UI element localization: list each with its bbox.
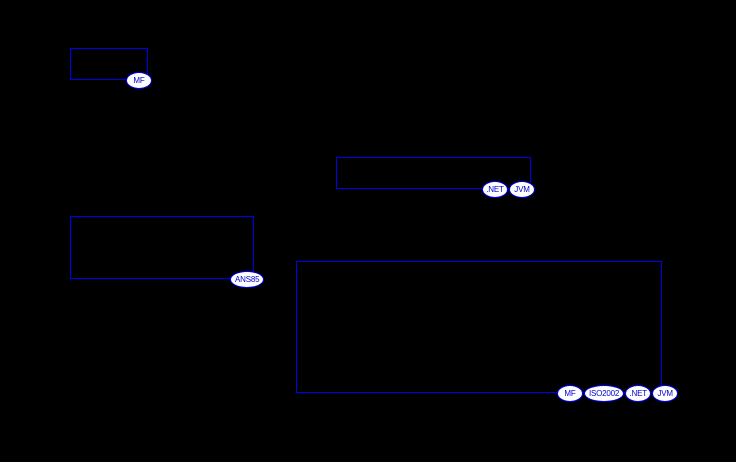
- badge-ans85[interactable]: ANS85: [230, 271, 265, 288]
- badge-dotnet[interactable]: .NET: [482, 181, 508, 198]
- badge-jvm[interactable]: JVM: [652, 385, 679, 402]
- badge-mf[interactable]: MF: [557, 385, 583, 402]
- node-middle-left[interactable]: [70, 216, 254, 279]
- node-top-left-badges: MF: [126, 72, 152, 89]
- badge-iso2002[interactable]: ISO2002: [584, 385, 625, 402]
- node-middle-right[interactable]: [336, 157, 531, 189]
- node-top-left[interactable]: [70, 48, 148, 80]
- badge-jvm[interactable]: JVM: [509, 181, 535, 198]
- node-bottom-right[interactable]: [296, 261, 662, 393]
- node-middle-left-badges: ANS85: [230, 271, 265, 288]
- badge-mf[interactable]: MF: [126, 72, 152, 89]
- badge-dotnet[interactable]: .NET: [625, 385, 652, 402]
